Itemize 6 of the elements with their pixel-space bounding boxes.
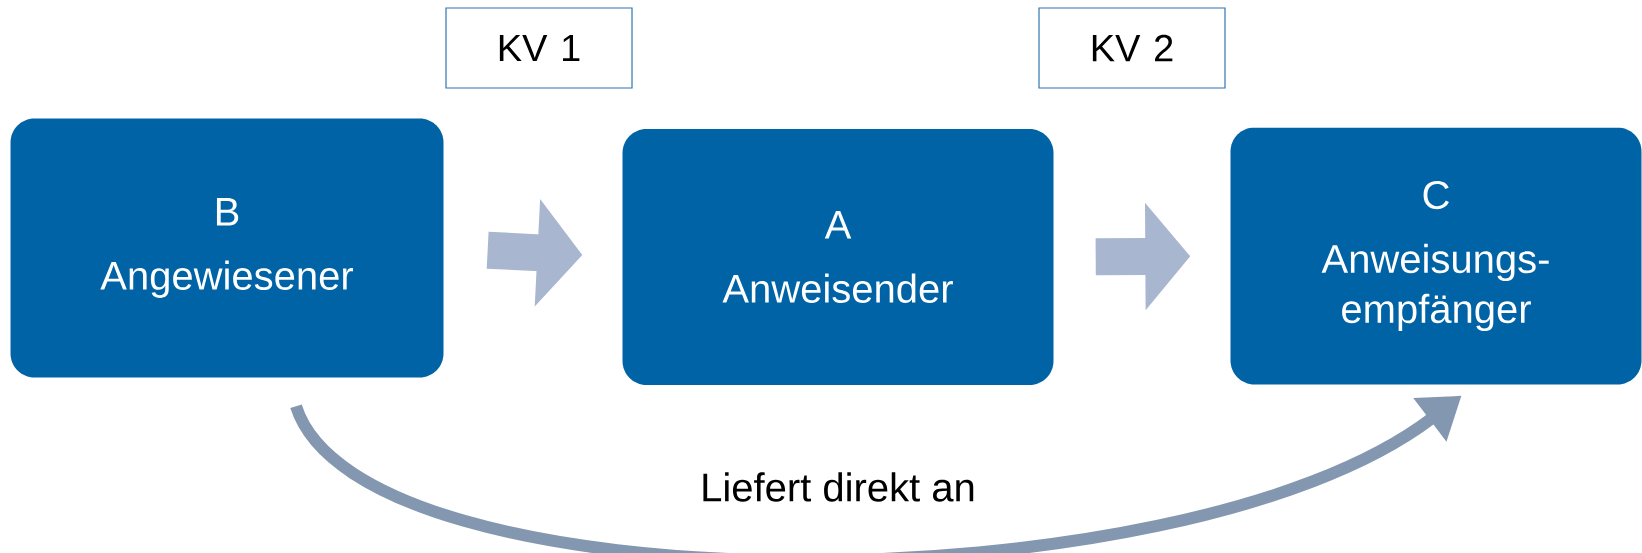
process-box: C Anweisungs- empfänger bbox=[1230, 127, 1642, 385]
label-box: KV 1 bbox=[445, 7, 633, 89]
process-box: B Angewiesener bbox=[10, 118, 444, 378]
process-box: A Anweisender bbox=[622, 129, 1054, 385]
edge-label: Liefert direkt an bbox=[696, 468, 980, 506]
label-box: KV 2 bbox=[1038, 7, 1226, 89]
